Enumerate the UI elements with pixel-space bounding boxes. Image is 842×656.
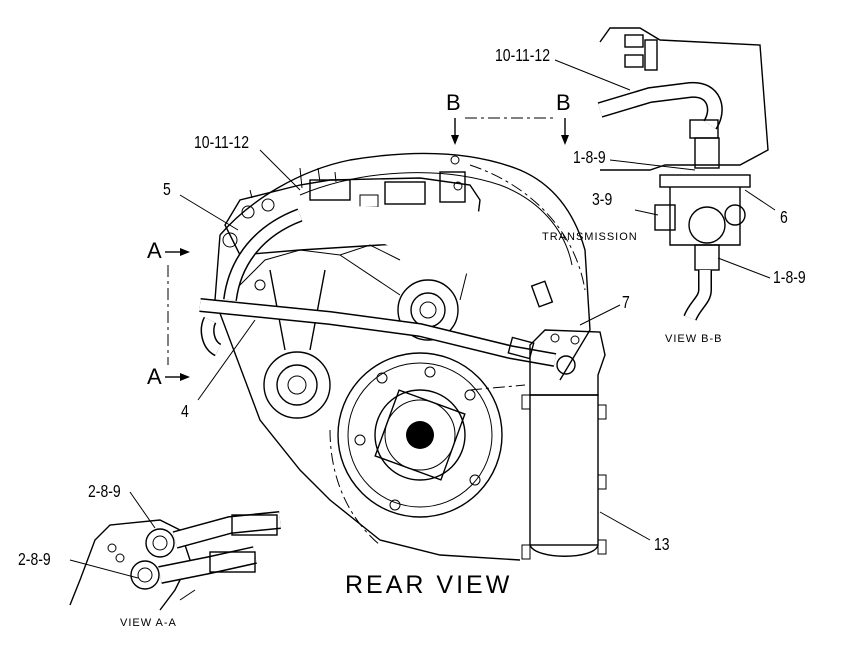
callout-2-8-9-upper: 2-8-9 bbox=[88, 480, 121, 501]
output-flange bbox=[337, 352, 503, 518]
callout-13: 13 bbox=[654, 533, 670, 554]
hoses bbox=[199, 204, 576, 375]
callout-3-9: 3-9 bbox=[592, 188, 613, 209]
transmission-label: TRANSMISSION bbox=[542, 231, 638, 243]
section-b-left-label: B bbox=[446, 90, 461, 115]
callout-7: 7 bbox=[622, 291, 630, 312]
valve-body bbox=[222, 167, 481, 256]
rear-view-title: REAR VIEW bbox=[345, 571, 513, 599]
callout-4: 4 bbox=[181, 400, 189, 421]
callout-10-11-12-view-bb: 10-11-12 bbox=[495, 44, 551, 65]
callout-1-8-9-lower: 1-8-9 bbox=[773, 266, 806, 287]
callout-5: 5 bbox=[163, 178, 171, 199]
view-bb-inset bbox=[597, 27, 769, 321]
section-b-marker bbox=[451, 117, 569, 145]
callout-10-11-12-main: 10-11-12 bbox=[194, 131, 250, 152]
callout-1-8-9-upper: 1-8-9 bbox=[573, 146, 606, 167]
section-a-top-label: A bbox=[147, 238, 162, 263]
idler-gear bbox=[263, 269, 331, 419]
view-bb-label: VIEW B-B bbox=[665, 333, 723, 345]
view-aa-inset bbox=[69, 511, 281, 611]
filter-assembly bbox=[521, 329, 607, 560]
callout-2-8-9-lower: 2-8-9 bbox=[18, 548, 51, 569]
leader-lines bbox=[69, 59, 776, 601]
section-b-right-label: B bbox=[556, 90, 571, 115]
section-a-bottom-label: A bbox=[147, 364, 162, 389]
section-a-marker bbox=[165, 248, 190, 381]
view-aa-label: VIEW A-A bbox=[120, 617, 177, 629]
callout-6: 6 bbox=[780, 206, 788, 227]
